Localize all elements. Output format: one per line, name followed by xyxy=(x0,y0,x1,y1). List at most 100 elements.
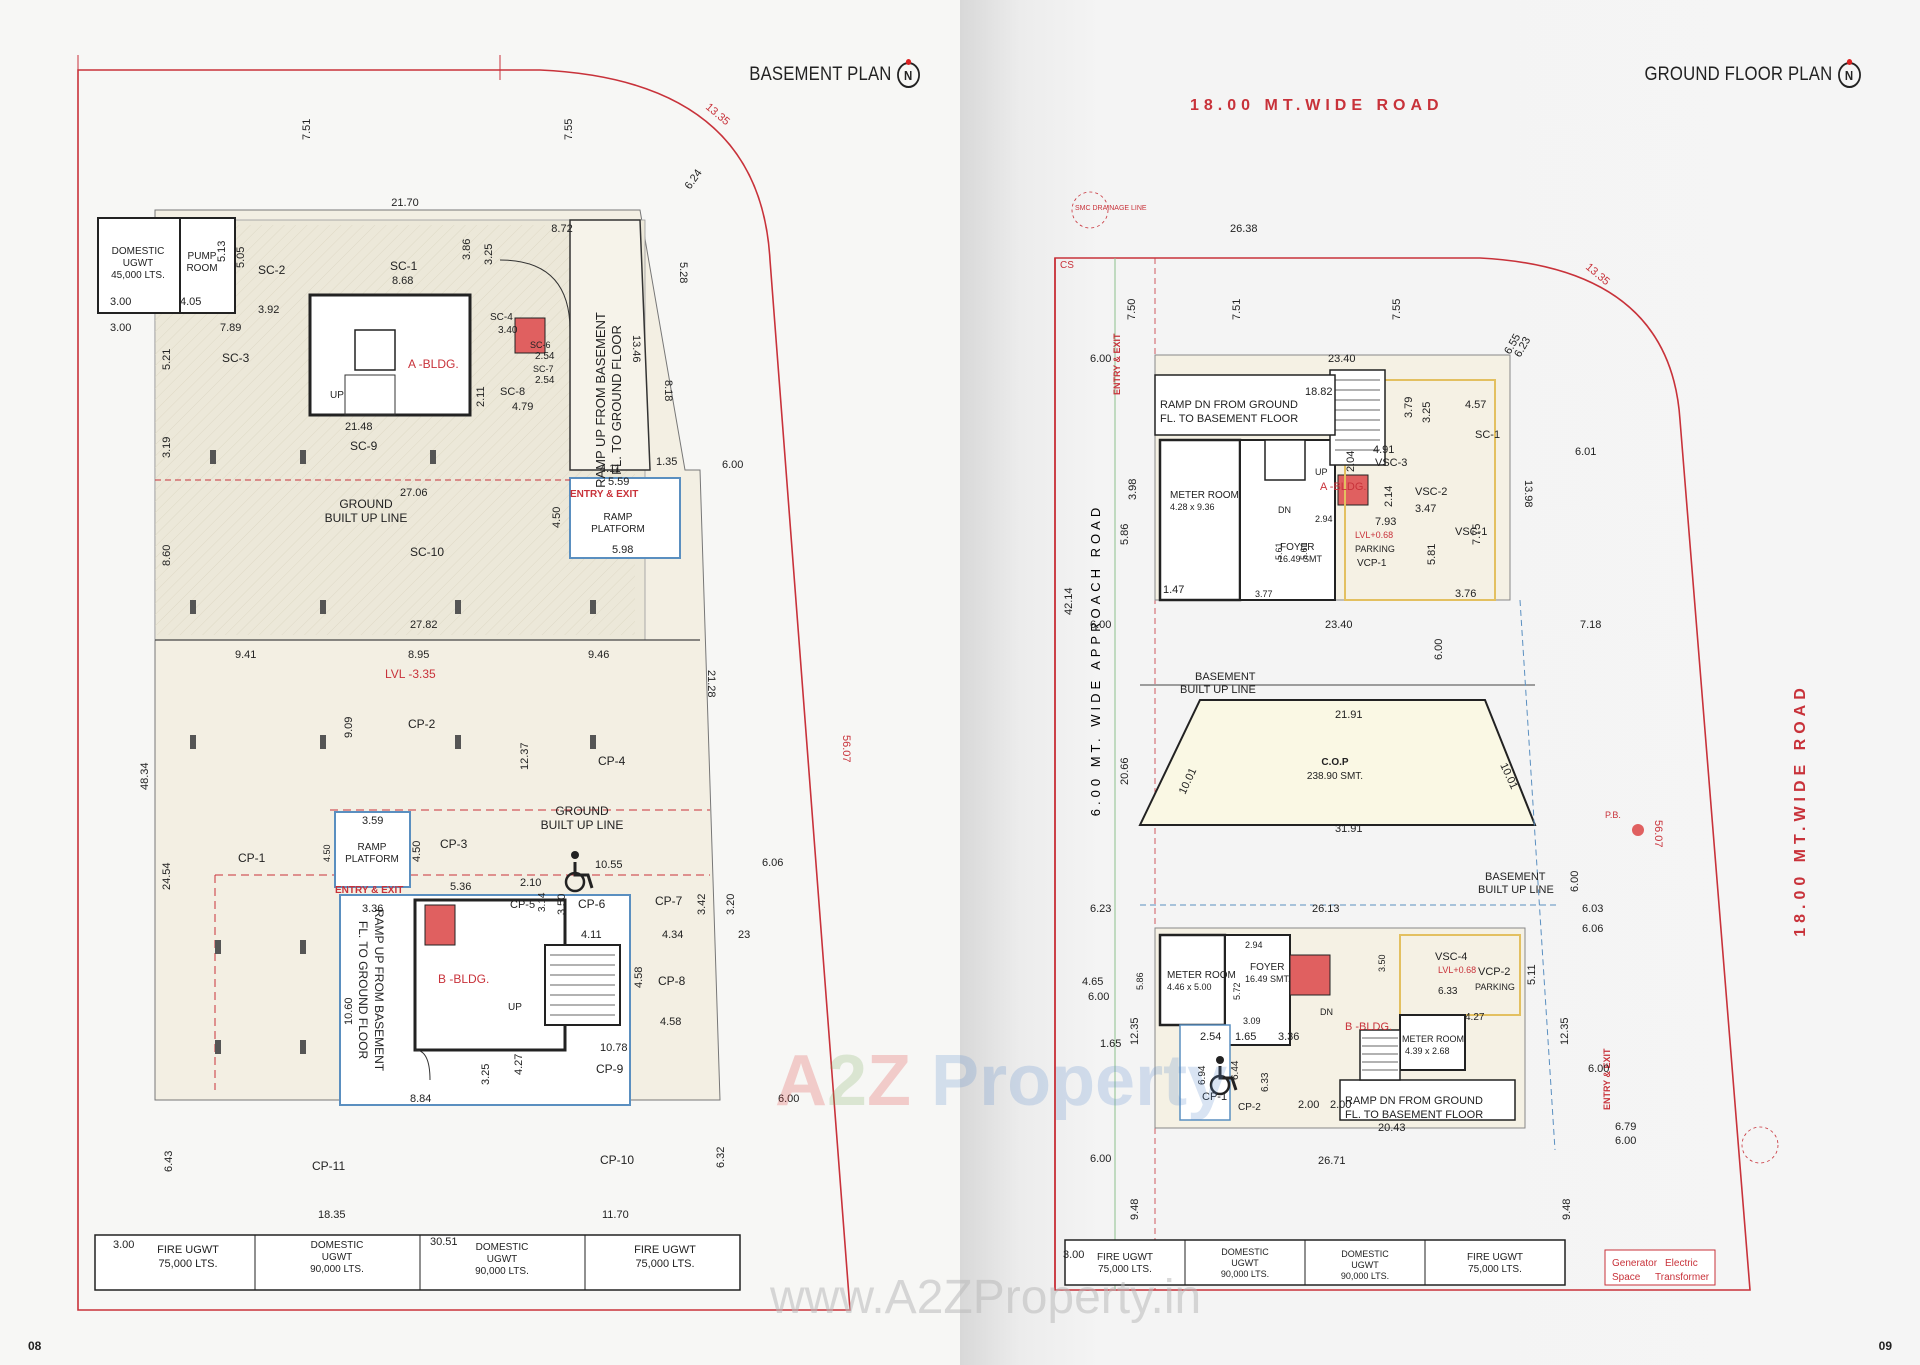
dim-14: 3.00 xyxy=(110,296,131,308)
gdim-3: 7.51 xyxy=(1231,299,1243,320)
gdim-30: 6.00 xyxy=(1090,619,1111,631)
label-fire-ugwt-2a: FIRE UGWT xyxy=(634,1244,696,1256)
dim-56: 3.20 xyxy=(725,894,737,915)
gdim-56: 3.09 xyxy=(1243,1016,1261,1026)
gf-entry-exit-a: ENTRY & EXIT xyxy=(1112,333,1122,395)
ground-floor-plan-drawing xyxy=(1054,191,1779,1291)
label-ground-line-2b: BUILT UP LINE xyxy=(541,818,624,832)
gdim-63: 6.44 xyxy=(1230,1060,1241,1080)
basement-plan-title-text: BASEMENT PLAN xyxy=(749,64,892,85)
gf-parking-b-2: PARKING xyxy=(1475,982,1515,992)
label-cp4: CP-4 xyxy=(598,754,626,768)
dim-3: 6.24 xyxy=(683,167,705,191)
gf-fire-ugwt-1b: 75,000 LTS. xyxy=(1098,1264,1152,1275)
gf-up-a: UP xyxy=(1315,467,1328,477)
dim-46: 4.50 xyxy=(411,841,423,862)
gdim-2: 7.50 xyxy=(1126,299,1138,320)
dim-51: 24.54 xyxy=(161,862,173,890)
dim-22: 8.18 xyxy=(662,380,674,401)
gdim-58: 1.65 xyxy=(1235,1031,1256,1043)
dim-36: 9.41 xyxy=(235,649,256,661)
gdim-68: 6.00 xyxy=(1588,1063,1609,1075)
label-domestic-ugwt-top-1: DOMESTIC xyxy=(112,246,165,257)
gdim-37: 10.01 xyxy=(1177,766,1200,796)
gf-bottom-tanks xyxy=(1064,1239,1566,1286)
gdim-17: 13.98 xyxy=(1522,480,1534,508)
dim-68: 6.43 xyxy=(163,1151,175,1172)
bottom-tanks xyxy=(94,1234,741,1291)
gdim-28: 3.77 xyxy=(1255,589,1273,599)
dim-29: 4.11 xyxy=(600,463,621,475)
gf-foyer-b-2: 16.49 SMT. xyxy=(1245,974,1291,984)
gf-vsc1: VSC-1 xyxy=(1455,526,1487,538)
gf-pb: P.B. xyxy=(1605,810,1621,820)
gf-a-parking xyxy=(1344,379,1496,601)
gdim-69: 6.79 xyxy=(1615,1121,1636,1133)
page-basement-plan: BASEMENT PLAN N xyxy=(28,55,920,1353)
gdim-47: 3.50 xyxy=(1377,954,1387,972)
label-sc7: SC-7 xyxy=(533,364,554,374)
gdim-66: 2.00 xyxy=(1330,1099,1351,1111)
label-entry-exit-2: ENTRY & EXIT xyxy=(335,885,403,896)
gdim-0: 26.38 xyxy=(1230,223,1258,235)
label-ramp-platform-2a: RAMP xyxy=(358,842,387,853)
dim-33: 5.98 xyxy=(612,544,633,556)
label-ground-line-2a: GROUND xyxy=(555,804,609,818)
gf-dn-a: DN xyxy=(1278,505,1291,515)
gdim-57: 2.54 xyxy=(1200,1031,1221,1043)
gdim-13: 4.91 xyxy=(1373,444,1394,456)
label-ramp-up-a-2: FL. TO GROUND FLOOR xyxy=(609,325,624,475)
ramp-a xyxy=(569,219,651,471)
gdim-71: 26.71 xyxy=(1318,1155,1346,1167)
gdim-34: 42.14 xyxy=(1063,587,1075,615)
gf-entry-exit-b: ENTRY & EXIT xyxy=(1602,1048,1612,1110)
dim-30: 27.06 xyxy=(400,487,428,499)
gf-domestic-ugwt-2b: UGWT xyxy=(1351,1260,1379,1270)
dim-57: 4.11 xyxy=(581,929,602,941)
gf-domestic-ugwt-1a: DOMESTIC xyxy=(1221,1247,1269,1257)
label-sc4: SC-4 xyxy=(490,312,513,323)
dim-60: 10.60 xyxy=(343,997,355,1025)
label-cp7: CP-7 xyxy=(655,894,683,908)
gf-foyer-a-2: 16.49 SMT xyxy=(1278,554,1323,564)
dim-50: 6.06 xyxy=(762,857,783,869)
gf-basement-line-1b: BUILT UP LINE xyxy=(1180,684,1256,696)
north-label: N xyxy=(904,67,913,83)
gdim-62: 6.94 xyxy=(1197,1065,1208,1085)
road-top-label: 18.00 MT.WIDE ROAD xyxy=(1190,97,1444,114)
gf-meter-room-a-2: 4.28 x 9.36 xyxy=(1170,502,1215,512)
dim-64: 4.27 xyxy=(513,1054,525,1075)
ground-floor-plan-labels: 18.00 MT.WIDE ROAD 18.00 MT.WIDE ROAD 6.… xyxy=(1060,97,1809,1283)
gf-ramp-dn-b xyxy=(1339,1079,1516,1121)
gdim-65: 2.00 xyxy=(1298,1099,1319,1111)
gdim-51: 5.86 xyxy=(1135,972,1145,990)
label-domestic-ugwt-1c: 90,000 LTS. xyxy=(310,1264,364,1275)
wheelchair-icon xyxy=(1216,1056,1224,1064)
dim-42: 12.37 xyxy=(519,742,531,770)
gdim-70: 6.00 xyxy=(1615,1135,1636,1147)
label-cp1: CP-1 xyxy=(238,851,266,865)
dim-28: 6.00 xyxy=(722,459,743,471)
dim-49: 10.55 xyxy=(595,859,623,871)
gdim-42: 6.23 xyxy=(1090,903,1111,915)
dim-2: 13.35 xyxy=(703,101,732,128)
gdim-11: 3.25 xyxy=(1421,402,1433,423)
gf-dn: DN xyxy=(1320,1007,1333,1017)
basement-plan-labels: DOMESTIC UGWT 45,000 LTS. PUMP ROOM SC-1… xyxy=(110,101,852,1277)
gdim-41: 6.00 xyxy=(1569,871,1581,892)
label-cp5: CP-5 xyxy=(510,899,535,911)
dim-10: 3.25 xyxy=(483,244,495,265)
gdim-50: 4.65 xyxy=(1082,976,1103,988)
label-cp3: CP-3 xyxy=(440,837,468,851)
basement-dimensions: 7.51 7.55 13.35 6.24 21.70 8.72 5.28 5.0… xyxy=(110,101,852,1251)
gf-meter-room-a-1: METER ROOM xyxy=(1170,490,1239,501)
gf-basement-line-2b: BUILT UP LINE xyxy=(1478,884,1554,896)
gf-domestic-ugwt-2a: DOMESTIC xyxy=(1341,1249,1389,1259)
dim-0: 7.51 xyxy=(301,119,313,140)
dim-17: 5.21 xyxy=(161,349,173,370)
gf-parking-a-1: LVL+0.68 xyxy=(1355,530,1393,540)
gf-generator-2: Space xyxy=(1612,1272,1641,1283)
dim-25: 21.48 xyxy=(345,421,373,433)
gdim-18: 3.47 xyxy=(1415,503,1436,515)
gdim-10: 3.79 xyxy=(1403,397,1415,418)
